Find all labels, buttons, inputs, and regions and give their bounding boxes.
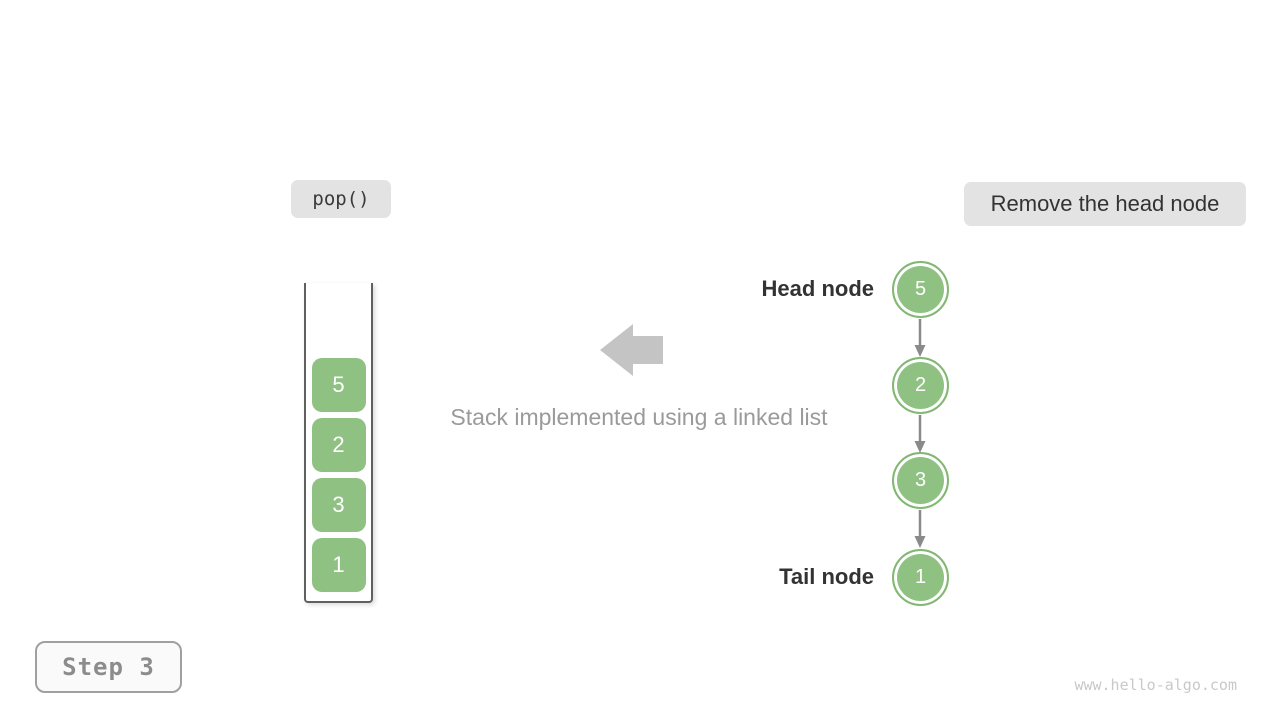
down-arrow-icon — [914, 415, 926, 453]
stack-container: 5 2 3 1 — [304, 283, 373, 603]
operation-description-text: Remove the head node — [990, 191, 1220, 216]
pop-operation-label: pop() — [291, 180, 391, 218]
watermark-text: www.hello-algo.com — [1074, 676, 1237, 694]
tail-node-label: Tail node — [779, 564, 874, 589]
linked-list-node: 2 — [892, 357, 949, 414]
stack-cell: 2 — [311, 418, 366, 472]
left-arrow-icon — [600, 324, 663, 376]
step-badge-text: Step 3 — [62, 653, 155, 681]
stack-cell: 3 — [311, 478, 366, 532]
linked-list-node: 3 — [892, 452, 949, 509]
head-node-label: Head node — [761, 276, 874, 301]
pop-operation-text: pop() — [312, 188, 370, 210]
stack-cell: 5 — [311, 358, 366, 412]
down-arrow-icon — [914, 510, 926, 548]
caption-text: Stack implemented using a linked list — [450, 404, 828, 430]
step-badge: Step 3 — [35, 641, 182, 693]
operation-description-label: Remove the head node — [964, 182, 1246, 226]
linked-list-node: 5 — [892, 261, 949, 318]
linked-list-node: 1 — [892, 549, 949, 606]
stack-cell: 1 — [311, 538, 366, 592]
down-arrow-icon — [914, 319, 926, 357]
